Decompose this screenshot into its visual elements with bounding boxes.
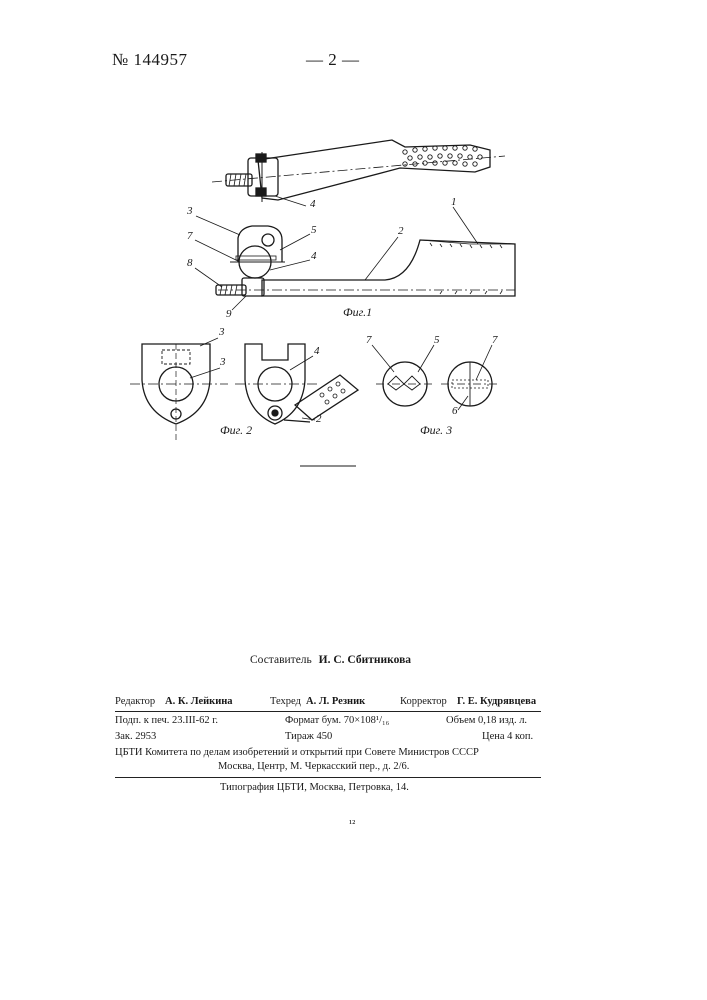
fig1-callout-8: 8 [187,257,193,269]
fig1-callout-5: 5 [311,224,317,236]
fig2-callout-3: 3 [220,356,226,368]
fig3-callout-5: 5 [434,334,440,346]
fig2-right-view [235,344,358,424]
fig1-callout-9: 9 [226,308,232,320]
order-number: Зак. 2953 [115,732,156,743]
fig3-left-view [376,362,434,406]
footer-mark: ¹² [349,820,355,831]
techred-label: Техред [270,697,301,708]
fig1-lower-assembly [216,226,515,296]
fig1-callout-2: 2 [398,225,404,237]
technical-drawing [0,0,707,470]
fig3-callout-7-right: 7 [492,334,498,346]
fig1-callout-4-top: 4 [310,198,316,210]
fig1-handle [212,140,505,206]
compiler-label: Составитель [250,654,312,666]
printer: Типография ЦБТИ, Москва, Петровка, 14. [220,783,409,794]
fig3-callout-6: 6 [452,405,458,417]
corrector-name: Г. Е. Кудрявцева [457,697,536,708]
fig2-caption: Фиг. 2 [220,423,252,438]
price: Цена 4 коп. [482,732,533,743]
fig1-callout-3: 3 [187,205,193,217]
fig3-right-view [441,362,500,406]
fig1-caption: Фиг.1 [343,305,372,320]
publisher-line-2: Москва, Центр, М. Черкасский пер., д. 2/… [218,762,409,773]
fig2-callout-4: 4 [314,345,320,357]
fig1-callout-4: 4 [311,250,317,262]
signed-date: Подп. к печ. 23.III-62 г. [115,716,218,727]
fig1-callout-1: 1 [451,196,457,208]
paper-format: Формат бум. 70×108¹/₁₆ [285,716,389,727]
editor-name: А. К. Лейкина [165,697,233,708]
fig2-left-view [130,344,228,440]
editor-label: Редактор [115,697,155,708]
print-run: Тираж 450 [285,732,332,743]
volume: Объем 0,18 изд. л. [446,716,527,727]
fig3-callout-7-left: 7 [366,334,372,346]
corrector-label: Корректор [400,697,447,708]
compiler-line: Составитель И. С. Сбитникова [250,655,411,667]
colophon-rule-bottom [115,777,541,778]
fig2-callout-2: 2 [316,413,322,425]
techred-name: А. Л. Резник [306,697,365,708]
fig2-callout-3-top: 3 [219,326,225,338]
fig1-callout-7: 7 [187,230,193,242]
publisher-line-1: ЦБТИ Комитета по делам изобретений и отк… [115,748,479,759]
compiler-name: И. С. Сбитникова [319,654,411,666]
colophon-rule-top [115,711,541,712]
fig3-caption: Фиг. 3 [420,423,452,438]
